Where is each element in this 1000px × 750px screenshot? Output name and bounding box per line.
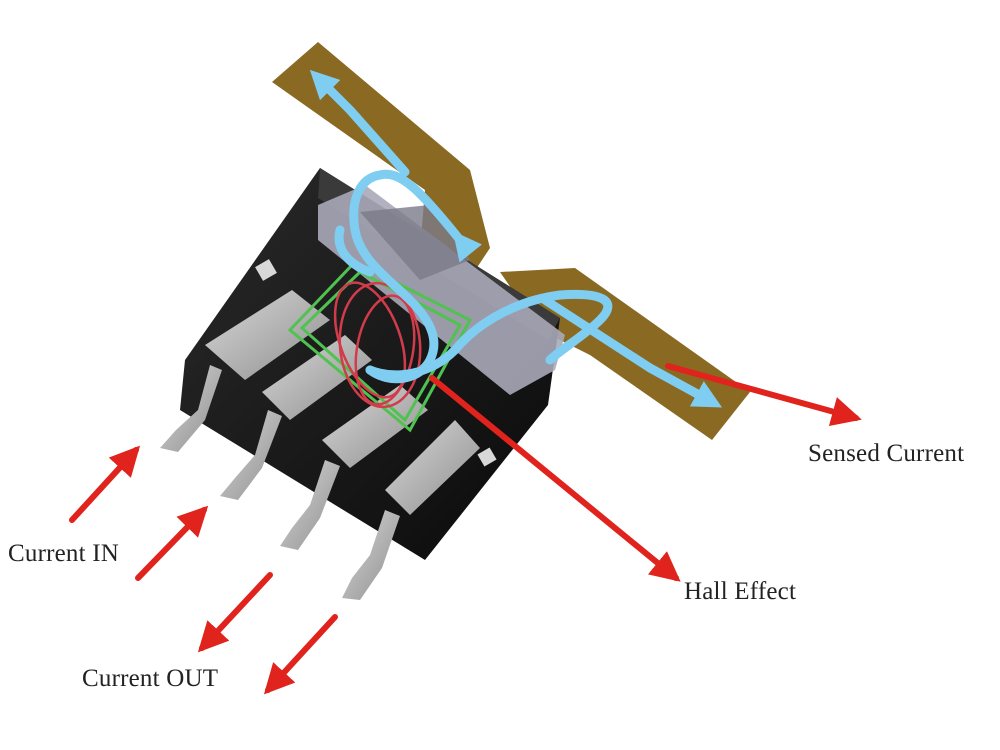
current-flow-path xyxy=(309,69,723,408)
arrow-current-out-1 xyxy=(197,572,273,653)
label-current-in: Current IN xyxy=(8,540,119,567)
hall-sensor-coil-icon xyxy=(333,281,422,409)
red-pointer-arrows xyxy=(69,363,862,695)
pin-4 xyxy=(342,420,480,600)
label-sensed-current: Sensed Current xyxy=(808,440,965,467)
label-current-out: Current OUT xyxy=(82,665,219,692)
arrow-hall-effect xyxy=(429,375,681,582)
arrow-sensed-current xyxy=(665,363,862,427)
arrow-current-in-2 xyxy=(135,505,209,581)
pin-3 xyxy=(280,385,428,550)
label-hall-effect: Hall Effect xyxy=(684,578,797,605)
arrow-current-in-1 xyxy=(69,445,141,523)
pin-1 xyxy=(160,290,330,452)
arrow-current-out-2 xyxy=(263,614,338,695)
